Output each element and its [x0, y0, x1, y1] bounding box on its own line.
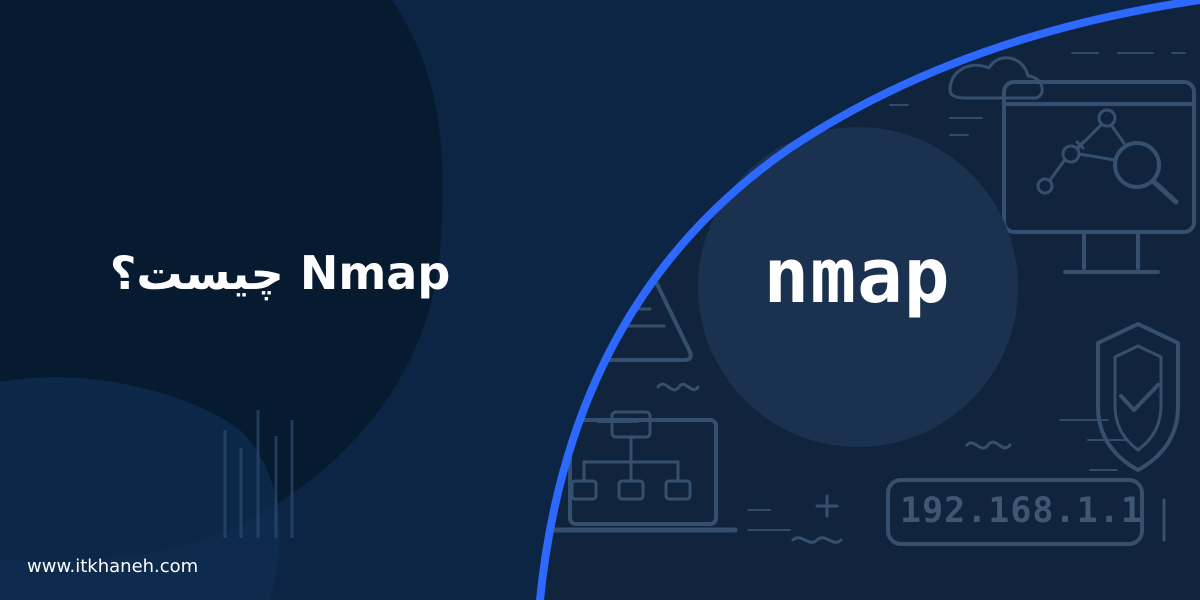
headline-title: Nmap چیست؟ — [109, 246, 451, 300]
logo-circle — [698, 127, 1018, 447]
shield-check-icon — [1096, 322, 1180, 472]
monitor-network-icon — [1002, 80, 1196, 234]
website-url: www.itkhaneh.com — [27, 556, 199, 577]
lower-left-curve-shape — [0, 377, 280, 600]
decorative-spikes — [223, 410, 294, 538]
blue-arc-border — [536, 0, 1200, 600]
technology-icons — [546, 29, 1196, 546]
nmap-logo-text: nmap — [763, 231, 951, 320]
ip-address-box — [886, 478, 1144, 546]
ip-address-label: 192.168.1.1 — [900, 491, 1143, 531]
cloud-icon — [948, 56, 1044, 100]
laptop-hierarchy-icon — [568, 418, 718, 526]
